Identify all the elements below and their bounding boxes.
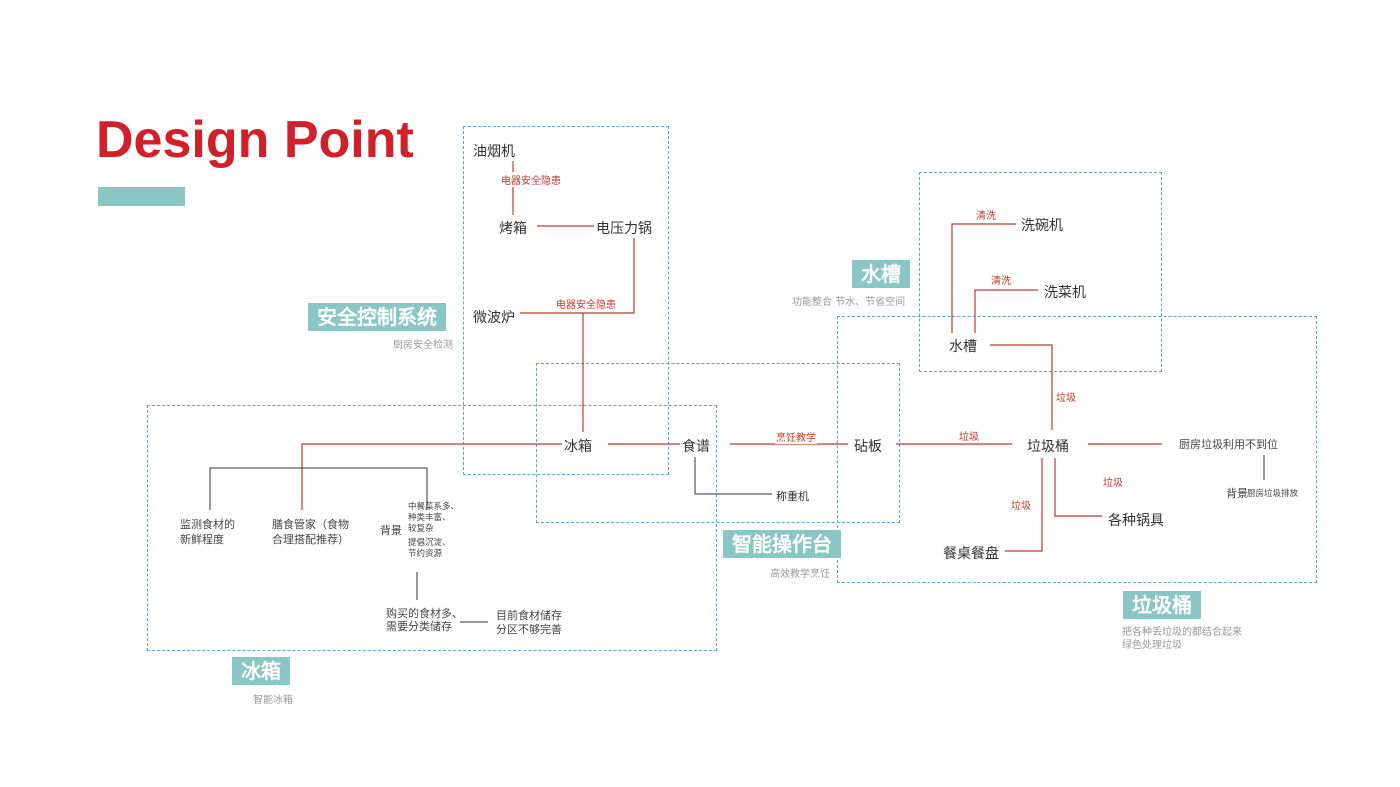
scale-node: 称重机 xyxy=(774,488,811,504)
bg-a-line1: 中餐菜系多、 xyxy=(408,502,460,512)
trash-tableware-line xyxy=(1005,458,1043,552)
storage-line2: 分区不够完善 xyxy=(496,623,562,636)
sink-dishwasher-line xyxy=(951,223,1016,333)
waste-background-label: 背景 xyxy=(1226,487,1248,500)
safety-system-tag: 安全控制系统 xyxy=(308,303,446,331)
trash-desc-line1: 把各种丢垃圾的都结合起来 xyxy=(1122,627,1242,638)
fridge-diet-line xyxy=(301,443,562,510)
sink-node: 水槽 xyxy=(947,336,979,356)
trash-group-box xyxy=(837,316,1317,583)
trash-tag: 垃圾桶 xyxy=(1123,591,1201,619)
page-title: Design Point xyxy=(96,111,414,169)
workbench-group-box xyxy=(536,363,900,523)
fridge-desc: 智能冰箱 xyxy=(253,695,293,706)
bg-a-line2: 种类丰富、 xyxy=(408,513,451,523)
fridge-node: 冰箱 xyxy=(562,436,594,456)
microwave-node: 微波炉 xyxy=(471,307,517,327)
cooking-teaching-label: 烹饪教学 xyxy=(775,429,817,444)
tableware-node: 餐桌餐盘 xyxy=(941,543,1001,563)
workbench-desc: 高效教学烹饪 xyxy=(770,569,830,580)
buy-line1: 购买的食材多、 xyxy=(386,607,463,620)
hazard-label-1: 电器安全隐患 xyxy=(500,172,562,187)
garbage-label-cookware: 垃圾 xyxy=(1102,474,1124,489)
sink-trash-line xyxy=(990,344,1053,430)
fridge-subtree-line xyxy=(209,467,428,510)
fridge-group-box xyxy=(147,405,717,651)
bg-b-line1: 提倡沉淀、 xyxy=(408,538,451,548)
title-accent-bar xyxy=(98,187,185,206)
safety-group-box xyxy=(463,126,669,475)
cutting-board-node: 砧板 xyxy=(852,436,884,456)
diet-line1: 膳食管家（食物 xyxy=(272,518,349,531)
workbench-tag: 智能操作台 xyxy=(723,530,841,558)
trash-desc-line2: 绿色处理垃圾 xyxy=(1122,640,1182,651)
bg-b-line2: 节约资源 xyxy=(408,549,443,559)
sink-tag: 水槽 xyxy=(852,260,910,288)
trash-cookware-line xyxy=(1054,458,1102,517)
trash-bin-node: 垃圾桶 xyxy=(1025,436,1071,456)
oven-node: 烤箱 xyxy=(497,218,529,238)
buy-line2: 需要分类储存 xyxy=(386,620,452,633)
fridge-tag: 冰箱 xyxy=(232,657,290,685)
safety-system-desc: 厨房安全检测 xyxy=(393,340,453,351)
dishwasher-node: 洗碗机 xyxy=(1019,215,1065,235)
garbage-label-board: 垃圾 xyxy=(958,428,980,443)
sink-vegwasher-line xyxy=(974,289,1038,333)
cookware-node: 各种锅具 xyxy=(1106,510,1166,530)
freshness-line1: 监测食材的 xyxy=(180,518,235,531)
cooker-fridge-line xyxy=(520,238,635,314)
storage-line1: 目前食材储存 xyxy=(496,609,562,622)
range-hood-node: 油烟机 xyxy=(471,141,517,161)
waste-issue-node: 厨房垃圾利用不到位 xyxy=(1179,438,1278,451)
sink-desc: 功能整合 节水、节省空间 xyxy=(792,297,906,308)
clean-label-1: 清洗 xyxy=(975,207,997,222)
freshness-line2: 新鲜程度 xyxy=(180,533,224,546)
recipe-scale-line xyxy=(694,457,772,495)
sink-group-box xyxy=(919,172,1162,372)
fridge-background-label: 背景 xyxy=(380,524,402,537)
hazard-label-2: 电器安全隐患 xyxy=(555,296,617,311)
garbage-label-tableware: 垃圾 xyxy=(1010,497,1032,512)
waste-disposal-node: 厨房垃圾排放 xyxy=(1247,489,1299,499)
bg-a-line3: 较复杂 xyxy=(408,524,434,534)
diet-line2: 合理搭配推荐） xyxy=(272,533,349,546)
recipe-node: 食谱 xyxy=(680,436,712,456)
clean-label-2: 清洗 xyxy=(990,272,1012,287)
veg-washer-node: 洗菜机 xyxy=(1042,282,1088,302)
garbage-label-sink: 垃圾 xyxy=(1055,389,1077,404)
pressure-cooker-node: 电压力锅 xyxy=(594,218,654,238)
